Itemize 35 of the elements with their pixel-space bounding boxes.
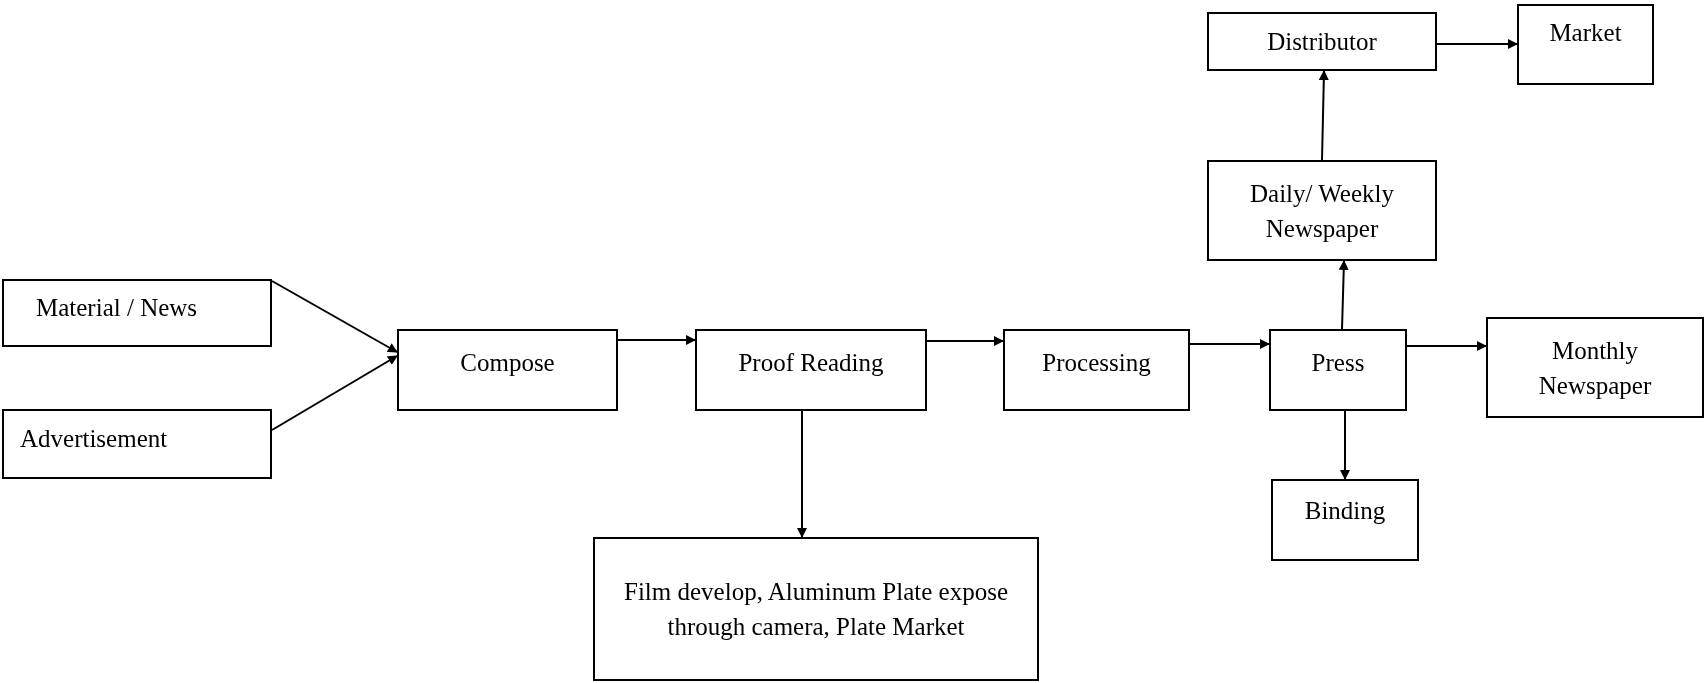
box-label: Daily/ Weekly Newspaper (1249, 178, 1395, 244)
box-label: Monthly Newspaper (1537, 335, 1653, 401)
process-box (1207, 160, 1437, 261)
arrow (1406, 341, 1487, 351)
process-box (2, 279, 272, 347)
process-box (1517, 4, 1654, 85)
box-label: Press (1311, 347, 1365, 378)
arrow (271, 355, 398, 431)
box-label: Material / News (36, 292, 198, 323)
arrow (1340, 410, 1350, 480)
box-label: Processing (1042, 347, 1151, 378)
arrow (271, 280, 398, 353)
process-box (1003, 329, 1190, 411)
process-box (1269, 329, 1407, 411)
arrow (926, 336, 1004, 346)
box-label: Compose (460, 347, 555, 378)
process-box (397, 329, 618, 411)
arrow (797, 410, 807, 538)
process-box (2, 409, 272, 479)
box-label: Proof Reading (738, 347, 884, 378)
box-label: Distributor (1267, 27, 1377, 57)
arrow (1338, 260, 1349, 330)
box-label: Advertisement (20, 423, 168, 454)
process-box (593, 537, 1039, 681)
arrow (1189, 339, 1270, 349)
box-label: Binding (1304, 495, 1386, 526)
process-box (1271, 479, 1419, 561)
box-label: Market (1549, 18, 1622, 48)
process-box (1207, 12, 1437, 71)
process-box (695, 329, 927, 411)
arrow (1436, 39, 1518, 49)
arrow (617, 335, 696, 345)
process-box (1486, 317, 1704, 418)
box-label: Film develop, Aluminum Plate expose through camera, Plate Market (623, 577, 1009, 642)
arrow (1318, 70, 1329, 161)
